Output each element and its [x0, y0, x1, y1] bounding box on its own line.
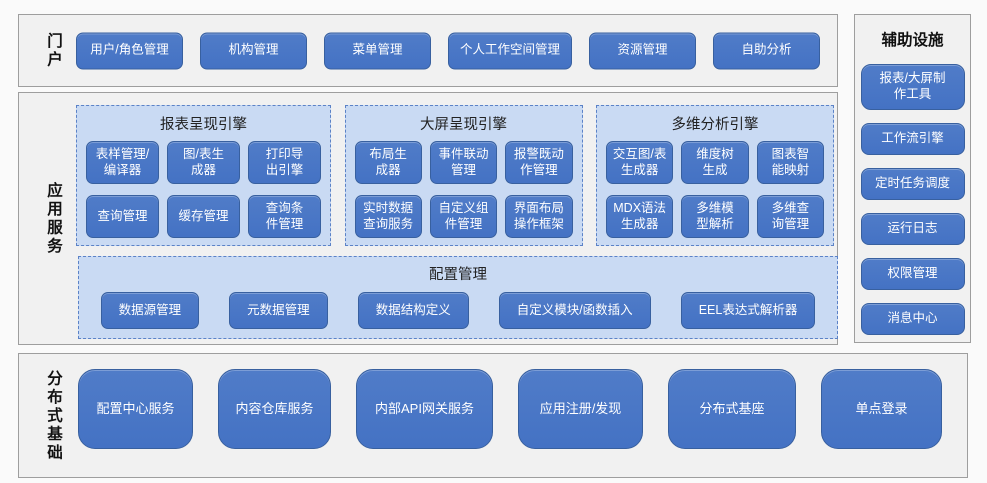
module-button-chart-table-generator[interactable]: 图/表生 成器 [167, 141, 240, 184]
bigscreen-engine-grid: 布局生 成器 事件联动 管理 报警既动 作管理 实时数据 查询服务 自定义组 件… [354, 141, 573, 238]
portal-section-label: 门户 [45, 32, 62, 69]
foundation-button-config-center-service[interactable]: 配置中心服务 [78, 369, 193, 449]
config-mgmt-panel: 配置管理 数据源管理 元数据管理 数据结构定义 自定义模块/函数插入 EEL表达… [78, 256, 838, 339]
config-button-data-structure-definition[interactable]: 数据结构定义 [357, 292, 469, 329]
config-button-datasource-mgmt[interactable]: 数据源管理 [100, 292, 200, 329]
module-button-mdx-syntax-generator[interactable]: MDX语法 生成器 [606, 195, 674, 238]
config-mgmt-row: 数据源管理 元数据管理 数据结构定义 自定义模块/函数插入 EEL表达式解析器 [79, 292, 837, 329]
module-button-query-condition-mgmt[interactable]: 查询条 件管理 [248, 195, 321, 238]
portal-button-resource-mgmt[interactable]: 资源管理 [589, 32, 696, 69]
report-engine-panel: 报表呈现引擎 表样管理/ 编译器 图/表生 成器 打印导 出引擎 查询管理 缓存… [76, 105, 331, 246]
foundation-button-distributed-base[interactable]: 分布式基座 [668, 369, 796, 449]
portal-button-org-mgmt[interactable]: 机构管理 [200, 32, 307, 69]
auxiliary-button-column: 报表/大屏制 作工具 工作流引擎 定时任务调度 运行日志 权限管理 消息中心 [855, 64, 970, 335]
aux-button-message-center[interactable]: 消息中心 [860, 303, 965, 335]
olap-engine-panel: 多维分析引擎 交互图/表 生成器 维度树 生成 图表智 能映射 MDX语法 生成… [596, 105, 834, 246]
module-button-table-style-compiler[interactable]: 表样管理/ 编译器 [86, 141, 159, 184]
auxiliary-facilities-title: 辅助设施 [881, 32, 944, 49]
module-button-query-mgmt[interactable]: 查询管理 [86, 195, 159, 238]
module-button-dimension-tree-generation[interactable]: 维度树 生成 [681, 141, 749, 184]
portal-button-self-service-analysis[interactable]: 自助分析 [713, 32, 820, 69]
module-button-chart-smart-mapping[interactable]: 图表智 能映射 [756, 141, 824, 184]
aux-button-scheduled-task-scheduling[interactable]: 定时任务调度 [860, 168, 965, 200]
config-button-eel-expression-parser[interactable]: EEL表达式解析器 [680, 292, 816, 329]
portal-button-personal-workspace-mgmt[interactable]: 个人工作空间管理 [448, 32, 572, 69]
module-button-realtime-data-query[interactable]: 实时数据 查询服务 [354, 195, 422, 238]
module-button-cache-mgmt[interactable]: 缓存管理 [167, 195, 240, 238]
olap-engine-grid: 交互图/表 生成器 维度树 生成 图表智 能映射 MDX语法 生成器 多维模 型… [606, 141, 824, 238]
module-button-interactive-chart-generator[interactable]: 交互图/表 生成器 [606, 141, 674, 184]
foundation-button-content-repository-service[interactable]: 内容仓库服务 [218, 369, 331, 449]
report-engine-grid: 表样管理/ 编译器 图/表生 成器 打印导 出引擎 查询管理 缓存管理 查询条 … [86, 141, 321, 238]
distributed-foundation-label: 分布式基础 [45, 369, 62, 462]
portal-button-row: 用户/角色管理 机构管理 菜单管理 个人工作空间管理 资源管理 自助分析 [76, 32, 820, 69]
aux-button-report-bigscreen-authoring-tool[interactable]: 报表/大屏制 作工具 [860, 64, 965, 110]
portal-button-user-role-mgmt[interactable]: 用户/角色管理 [76, 32, 183, 69]
aux-button-run-logs[interactable]: 运行日志 [860, 213, 965, 245]
portal-button-menu-mgmt[interactable]: 菜单管理 [324, 32, 431, 69]
module-button-print-export-engine[interactable]: 打印导 出引擎 [248, 141, 321, 184]
module-button-alarm-action-mgmt[interactable]: 报警既动 作管理 [505, 141, 573, 184]
engine-panels-row: 报表呈现引擎 表样管理/ 编译器 图/表生 成器 打印导 出引擎 查询管理 缓存… [76, 105, 834, 246]
foundation-button-single-sign-on[interactable]: 单点登录 [821, 369, 942, 449]
module-button-event-linkage-mgmt[interactable]: 事件联动 管理 [429, 141, 498, 184]
module-button-multidim-query-mgmt[interactable]: 多维查 询管理 [756, 195, 824, 238]
olap-engine-title: 多维分析引擎 [671, 117, 759, 133]
portal-section: 门户 用户/角色管理 机构管理 菜单管理 个人工作空间管理 资源管理 自助分析 [18, 14, 838, 87]
report-engine-title: 报表呈现引擎 [160, 117, 247, 133]
foundation-button-internal-api-gateway-service[interactable]: 内部API网关服务 [356, 369, 493, 449]
foundation-button-app-registration-discovery[interactable]: 应用注册/发现 [518, 369, 643, 449]
bigscreen-engine-title: 大屏呈现引擎 [420, 117, 507, 133]
aux-button-workflow-engine[interactable]: 工作流引擎 [860, 123, 965, 155]
config-button-metadata-mgmt[interactable]: 元数据管理 [229, 292, 328, 329]
module-button-multidim-model-parsing[interactable]: 多维模 型解析 [681, 195, 749, 238]
module-button-custom-component-mgmt[interactable]: 自定义组 件管理 [429, 195, 498, 238]
config-mgmt-title: 配置管理 [429, 267, 487, 283]
config-button-custom-module-function-insert[interactable]: 自定义模块/函数插入 [498, 292, 651, 329]
aux-button-permission-mgmt[interactable]: 权限管理 [860, 258, 965, 290]
module-button-layout-generator[interactable]: 布局生 成器 [354, 141, 422, 184]
app-services-section-label: 应用服务 [45, 181, 62, 256]
auxiliary-facilities-section: 辅助设施 报表/大屏制 作工具 工作流引擎 定时任务调度 运行日志 权限管理 消… [854, 14, 971, 343]
foundation-button-row: 配置中心服务 内容仓库服务 内部API网关服务 应用注册/发现 分布式基座 单点… [78, 369, 942, 449]
bigscreen-engine-panel: 大屏呈现引擎 布局生 成器 事件联动 管理 报警既动 作管理 实时数据 查询服务… [344, 105, 583, 246]
app-services-section: 应用服务 报表呈现引擎 表样管理/ 编译器 图/表生 成器 打印导 出引擎 查询… [18, 92, 838, 345]
distributed-foundation-section: 分布式基础 配置中心服务 内容仓库服务 内部API网关服务 应用注册/发现 分布… [18, 353, 968, 478]
module-button-ui-layout-framework[interactable]: 界面布局 操作框架 [505, 195, 573, 238]
